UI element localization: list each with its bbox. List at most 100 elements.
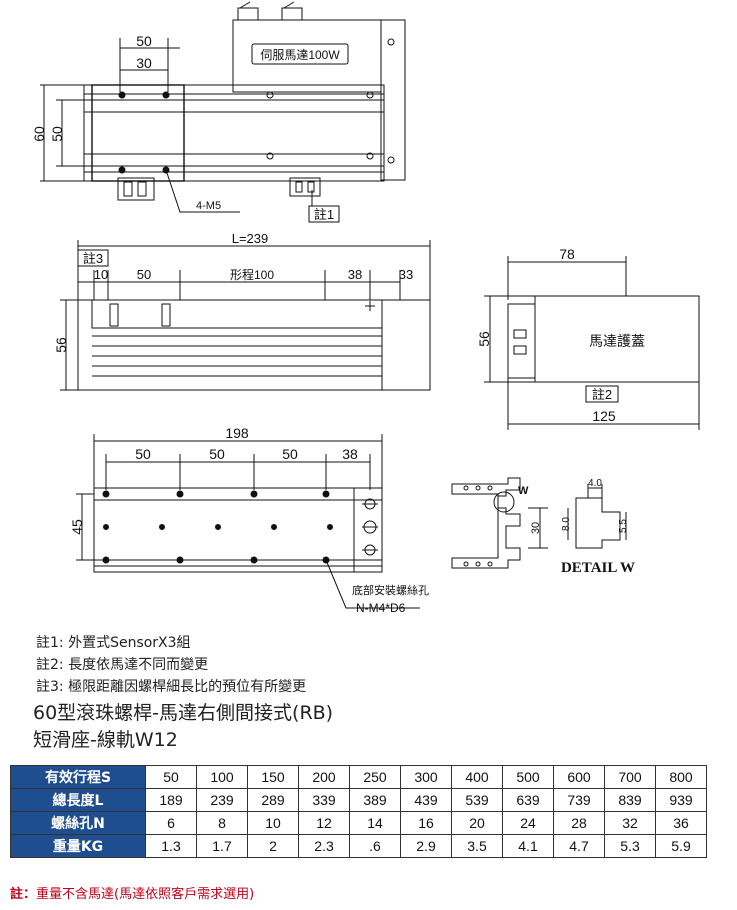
table-cell: 8 (196, 811, 248, 835)
side-stroke-label: 形程100 (230, 267, 274, 282)
table-cell: 1.3 (145, 834, 197, 858)
bottom-dim-50-b: 50 (209, 446, 225, 462)
motor-label: 伺服馬達100W (260, 48, 340, 62)
top-dim-50-vertical: 50 (49, 126, 65, 142)
table-cell: 300 (400, 765, 452, 789)
note-2: 註2: 長度依馬達不同而變更 (36, 657, 209, 673)
table-cell: 2.3 (298, 834, 350, 858)
side-dim-10: 10 (94, 267, 108, 282)
detail-dim-30: 30 (530, 522, 542, 534)
bottom-hole-spec: N-M4*D6 (356, 601, 406, 615)
detail-dim-8: 8.0 (561, 517, 572, 531)
table-cell: 10 (247, 811, 299, 835)
side-dim-33: 33 (399, 267, 413, 282)
note-3: 註3: 極限距離因螺桿細長比的預位有所變更 (36, 679, 307, 695)
table-cell: 36 (655, 811, 707, 835)
table-cell: 32 (604, 811, 656, 835)
table-cell: 600 (553, 765, 605, 789)
bottom-dim-45: 45 (69, 519, 85, 535)
technical-drawing: 伺服馬達100W 50 30 (31, 1, 700, 615)
detail-dim-4: 4.0 (588, 478, 602, 489)
side-dim-56: 56 (53, 337, 69, 353)
table-cell: 639 (502, 788, 554, 812)
row-header: 螺絲孔N (10, 811, 146, 835)
side-view: 註3 L=239 10 50 形程100 38 33 56 (53, 231, 431, 391)
table-cell: 2 (247, 834, 299, 858)
side-dim-50: 50 (137, 267, 151, 282)
bottom-hole-caption: 底部安裝螺絲孔 (352, 583, 429, 597)
product-title-line2: 短滑座-線軌W12 (33, 729, 178, 751)
table-cell: 20 (451, 811, 503, 835)
note-ref-1: 註1 (314, 207, 334, 222)
table-cell: 289 (247, 788, 299, 812)
top-dim-50: 50 (136, 33, 152, 49)
table-cell: 50 (145, 765, 197, 789)
table-cell: 5.3 (604, 834, 656, 858)
table-cell: 1.7 (196, 834, 248, 858)
table-cell: 2.9 (400, 834, 452, 858)
table-cell: 739 (553, 788, 605, 812)
table-cell: 239 (196, 788, 248, 812)
side-dim-38: 38 (348, 267, 362, 282)
note-ref-3: 註3 (83, 251, 103, 266)
top-dim-30: 30 (136, 55, 152, 71)
footnote: 註：重量不含馬達(馬達依照客戶需求選用) (10, 883, 254, 902)
table-cell: 14 (349, 811, 401, 835)
hole-label: 4-M5 (196, 200, 221, 212)
product-title-line1: 60型滾珠螺桿-馬達右側間接式(RB) (33, 702, 334, 724)
table-cell: 439 (400, 788, 452, 812)
cover-dim-125: 125 (592, 408, 616, 424)
table-cell: .6 (349, 834, 401, 858)
cover-label: 馬達護蓋 (589, 333, 645, 349)
cover-dim-56: 56 (476, 331, 492, 347)
table-cell: 389 (349, 788, 401, 812)
motor-cover-view: 78 馬達護蓋 56 註2 125 (476, 246, 700, 430)
footnote-text: 重量不含馬達(馬達依照客戶需求選用) (36, 887, 255, 902)
table-cell: 539 (451, 788, 503, 812)
table-cell: 400 (451, 765, 503, 789)
bottom-dim-50-c: 50 (282, 446, 298, 462)
table-cell: 16 (400, 811, 452, 835)
detail-marker: W (518, 485, 529, 497)
table-cell: 24 (502, 811, 554, 835)
table-cell: 839 (604, 788, 656, 812)
top-dim-60: 60 (31, 126, 47, 142)
row-header: 重量KG (10, 834, 146, 858)
detail-w: W 30 4.0 8.0 5.5 DETAIL W (451, 477, 635, 576)
row-header: 總長度L (10, 788, 146, 812)
table-cell: 200 (298, 765, 350, 789)
table-cell: 5.9 (655, 834, 707, 858)
table-cell: 250 (349, 765, 401, 789)
table-cell: 189 (145, 788, 197, 812)
table-cell: 6 (145, 811, 197, 835)
row-header: 有效行程S (10, 765, 146, 789)
note-ref-2: 註2 (592, 387, 612, 402)
table-cell: 150 (247, 765, 299, 789)
footnote-lead: 註： (10, 887, 37, 902)
bottom-dim-198: 198 (225, 425, 249, 441)
detail-title: DETAIL W (561, 560, 635, 576)
cover-dim-78: 78 (559, 246, 575, 262)
bottom-dim-50-a: 50 (135, 446, 151, 462)
table-cell: 4.1 (502, 834, 554, 858)
table-cell: 28 (553, 811, 605, 835)
table-cell: 100 (196, 765, 248, 789)
top-view: 伺服馬達100W 50 30 (31, 1, 406, 223)
table-cell: 12 (298, 811, 350, 835)
bottom-view: 198 50 50 50 38 (69, 425, 429, 615)
table-cell: 939 (655, 788, 707, 812)
detail-dim-5-5: 5.5 (618, 519, 629, 533)
table-cell: 800 (655, 765, 707, 789)
table-cell: 700 (604, 765, 656, 789)
side-length-label: L=239 (232, 231, 269, 246)
bottom-dim-38: 38 (342, 446, 358, 462)
table-cell: 4.7 (553, 834, 605, 858)
table-cell: 500 (502, 765, 554, 789)
table-cell: 339 (298, 788, 350, 812)
